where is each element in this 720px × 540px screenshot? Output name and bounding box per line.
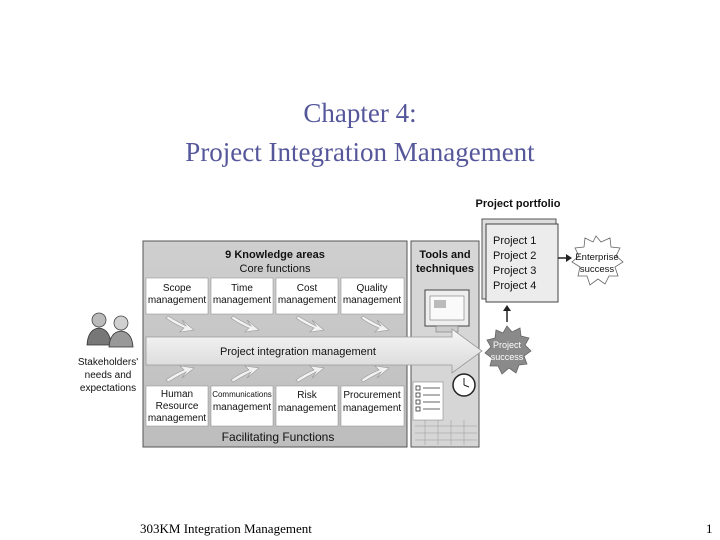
portfolio-up-arrow [503, 305, 511, 322]
project-success-burst [484, 325, 532, 375]
stakeholders-line3: expectations [80, 383, 136, 394]
enterprise-success-line2: success [580, 264, 615, 275]
tools-label-line2: techniques [416, 263, 474, 275]
core-feed-arrows [165, 315, 390, 333]
svg-text:Quality: Quality [356, 283, 387, 294]
svg-text:management: management [343, 295, 402, 306]
svg-text:management: management [148, 295, 207, 306]
svg-text:Procurement: Procurement [343, 390, 400, 401]
slide-title-line2: Project Integration Management [185, 137, 535, 167]
tools-label-line1: Tools and [419, 249, 470, 261]
page-number: 1 [706, 521, 713, 536]
facilitating-feed-arrows [165, 365, 390, 383]
svg-text:management: management [343, 403, 402, 414]
enterprise-success-line1: Enterprise [575, 252, 618, 263]
portfolio-project-3: Project 3 [493, 265, 536, 277]
core-area-quality: Quality management [340, 277, 405, 315]
facilitating-area-communications: Communications management [210, 385, 274, 427]
stakeholders-icon [86, 312, 134, 348]
facilitating-area-human-resource: Human Resource management [145, 385, 209, 427]
svg-text:Human: Human [161, 389, 193, 400]
svg-text:Communications: Communications [212, 390, 272, 399]
core-area-scope: Scope management [145, 277, 209, 315]
footer-course-label: 303KM Integration Management [140, 521, 312, 536]
core-functions-label: Core functions [240, 263, 311, 275]
project-portfolio-box [485, 223, 559, 303]
svg-text:Scope: Scope [163, 283, 192, 294]
svg-text:management: management [278, 403, 337, 414]
computer-icon [424, 289, 470, 333]
svg-text:management: management [213, 402, 272, 413]
portfolio-project-4: Project 4 [493, 280, 536, 292]
svg-text:management: management [148, 413, 207, 424]
stakeholders-line1: Stakeholders' [78, 357, 138, 368]
project-integration-arrow [145, 328, 483, 374]
svg-text:Cost: Cost [297, 283, 318, 294]
stakeholders-line2: needs and [85, 370, 132, 381]
planning-tools-icon [412, 373, 477, 445]
enterprise-arrow [558, 254, 572, 262]
facilitating-area-risk: Risk management [275, 385, 339, 427]
slide-title-line1: Chapter 4: [303, 98, 417, 128]
svg-text:management: management [278, 295, 337, 306]
project-portfolio-title: Project portfolio [476, 198, 561, 210]
project-success-line2: success [491, 352, 524, 362]
svg-text:management: management [213, 295, 272, 306]
integration-label: Project integration management [220, 346, 376, 358]
svg-text:Resource: Resource [156, 401, 199, 412]
project-success-line1: Project [493, 340, 522, 350]
portfolio-project-1: Project 1 [493, 235, 536, 247]
knowledge-areas-heading: 9 Knowledge areas [225, 249, 325, 261]
facilitating-functions-label: Facilitating Functions [222, 430, 335, 444]
core-area-cost: Cost management [275, 277, 339, 315]
portfolio-project-2: Project 2 [493, 250, 536, 262]
svg-text:Risk: Risk [297, 390, 317, 401]
svg-text:Time: Time [231, 283, 253, 294]
core-area-time: Time management [210, 277, 274, 315]
enterprise-success-burst [571, 235, 624, 286]
facilitating-area-procurement: Procurement management [340, 385, 405, 427]
